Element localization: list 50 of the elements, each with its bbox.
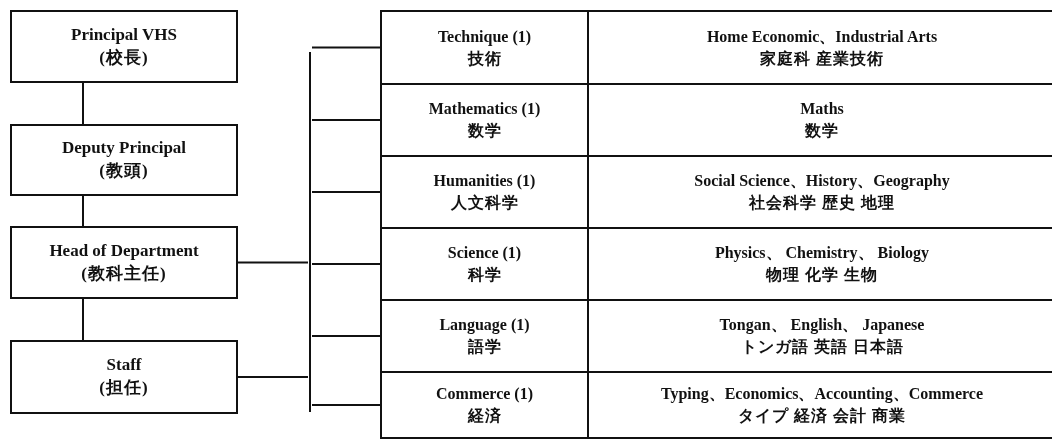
connector-line <box>237 376 309 378</box>
connector-line <box>82 195 84 227</box>
subject-list: Typing、Economics、Accounting、Commerce <box>660 383 984 405</box>
connector-line <box>311 404 381 406</box>
department-name-japanese: 人文科学 <box>450 193 519 213</box>
department-name: Science (1) <box>447 243 522 264</box>
connector-line <box>311 263 381 265</box>
role-title: Principal VHS <box>71 23 177 46</box>
subject-list-japanese: タイプ 経済 会計 商業 <box>738 406 906 426</box>
department-name-japanese: 数学 <box>467 121 502 141</box>
role-subtitle: (担任) <box>99 377 149 399</box>
subject-list-japanese: 家庭科 産業技術 <box>760 48 884 69</box>
subject-list: Social Science、History、Geography <box>694 170 950 192</box>
role-box <box>10 124 238 196</box>
role-box <box>10 226 238 299</box>
role-title: Deputy Principal <box>61 137 187 160</box>
subject-list: Home Economic、Industrial Arts <box>706 25 938 48</box>
department-name: Technique (1) <box>437 26 532 48</box>
connector-line <box>311 335 381 337</box>
connector-line <box>82 82 84 125</box>
subject-list-japanese: 社会科学 歴史 地理 <box>749 193 895 213</box>
department-name-japanese: 科学 <box>467 265 502 285</box>
role-title: Head of Department <box>49 239 199 262</box>
subject-list-japanese: 物理 化学 生物 <box>766 265 878 285</box>
connector-line <box>237 261 309 264</box>
subject-list-japanese: トンガ語 英語 日本語 <box>740 337 904 357</box>
connector-line <box>311 191 381 193</box>
connector-line <box>82 298 84 341</box>
role-box <box>10 10 238 83</box>
role-subtitle: (教頭) <box>99 160 149 182</box>
connector-line <box>311 119 381 121</box>
department-name: Mathematics (1) <box>428 99 541 120</box>
department-name-japanese: 語学 <box>467 337 502 357</box>
subject-list-japanese: 数学 <box>805 121 839 141</box>
role-box <box>10 340 238 414</box>
role-subtitle: (校長) <box>99 46 149 69</box>
department-name-japanese: 経済 <box>467 406 502 426</box>
bracket-line <box>309 52 311 412</box>
department-name: Language (1) <box>439 315 530 336</box>
department-name: Commerce (1) <box>436 384 533 405</box>
subject-list: Physics、 Chemistry、 Biology <box>714 242 930 264</box>
connector-line <box>311 46 381 49</box>
subject-list: Maths <box>800 98 844 120</box>
department-cell <box>380 371 589 439</box>
role-title: Staff <box>106 354 142 377</box>
department-name-japanese: 技術 <box>467 48 502 69</box>
department-cell <box>380 10 589 85</box>
role-subtitle: (教科主任) <box>81 262 167 285</box>
subject-list: Tongan、 English、 Japanese <box>719 314 925 336</box>
department-name: Humanities (1) <box>433 171 536 192</box>
